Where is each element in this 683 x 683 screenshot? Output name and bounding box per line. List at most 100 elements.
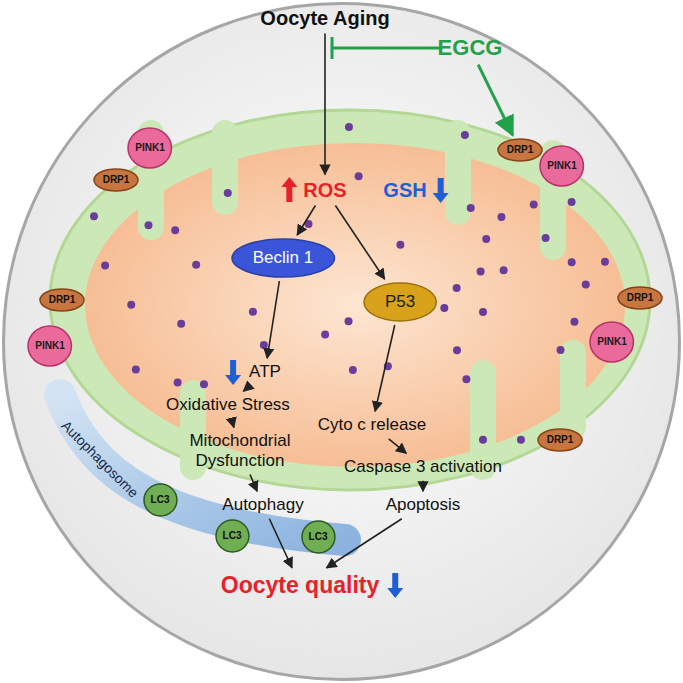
cytochrome-dot	[260, 341, 268, 349]
connector-arrow	[250, 475, 257, 492]
cytochrome-dot	[174, 378, 182, 386]
cytochrome-dot	[530, 201, 538, 209]
process-label: Autophagy	[220, 494, 305, 516]
cytochrome-dot	[249, 308, 257, 316]
node-text: PINK1	[135, 142, 164, 154]
node-text: ROS	[303, 179, 346, 202]
cytochrome-dots	[90, 123, 609, 444]
node-text: PINK1	[35, 340, 64, 352]
trigger-label: Oocyte Aging	[258, 6, 391, 31]
ros-label: ROS	[301, 178, 348, 203]
node-text: Autophagosome	[58, 417, 141, 500]
cytochrome-dot	[500, 266, 508, 274]
drp1-protein: DRP1	[93, 168, 139, 192]
process-label: Oxidative Stress	[164, 394, 292, 416]
treatment-label: EGCG	[436, 34, 505, 61]
cytochrome-dot	[467, 204, 475, 212]
cytochrome-dot	[517, 436, 525, 444]
node-text: PINK1	[597, 336, 626, 348]
lc3-protein: LC3	[215, 519, 250, 553]
cytochrome-dot	[345, 123, 353, 131]
node-text: Oocyte Aging	[260, 7, 389, 30]
decrease-arrow	[387, 573, 403, 598]
cytochrome-dot	[200, 380, 208, 388]
connector-arrow	[478, 65, 512, 135]
process-label: Caspase 3 activation	[342, 456, 504, 478]
node-text: LC3	[309, 531, 328, 543]
cytochrome-dot	[349, 366, 357, 374]
node-text: DRP1	[547, 434, 574, 446]
drp1-protein: DRP1	[537, 428, 583, 452]
cytochrome-dot	[101, 262, 109, 270]
cytochrome-dot	[453, 346, 461, 354]
cytochrome-dot	[582, 280, 590, 288]
node-text: DRP1	[507, 144, 534, 156]
node-text: Caspase 3 activation	[344, 457, 502, 477]
cytochrome-dot	[568, 198, 576, 206]
decrease-arrow	[225, 360, 241, 385]
connector-arrow	[375, 325, 395, 411]
cytochrome-dot	[144, 221, 152, 229]
process-label: ATP	[247, 361, 283, 383]
cristae	[138, 120, 586, 480]
cytochrome-dot	[355, 172, 363, 180]
cytochrome-dot	[601, 258, 609, 266]
node-text: Apoptosis	[386, 495, 461, 515]
p53-protein: P53	[363, 282, 437, 322]
cytochrome-dot	[462, 375, 470, 383]
node-text: DRP1	[103, 174, 130, 186]
node-text: Oxidative Stress	[166, 395, 290, 415]
node-text: Oocyte quality	[221, 572, 379, 598]
connector-arrow	[324, 34, 326, 175]
node-text: Beclin 1	[253, 248, 313, 268]
cytochrome-dot	[497, 213, 505, 221]
connector-arrow	[243, 386, 249, 391]
gsh-label: GSH	[381, 178, 428, 203]
inhibition-bar	[331, 37, 334, 59]
outcome-label: Oocyte quality	[219, 571, 381, 599]
cytochrome-dot	[570, 318, 578, 326]
node-text: LC3	[151, 494, 170, 506]
process-label: Apoptosis	[384, 494, 463, 516]
cytochrome-dot	[90, 212, 98, 220]
cytochrome-dot	[479, 436, 487, 444]
pink1-protein: PINK1	[539, 145, 584, 187]
node-text: GSH	[383, 179, 426, 202]
mitochondrion-outer	[50, 110, 650, 490]
node-text: DRP1	[49, 294, 76, 306]
connector-arrow	[422, 481, 424, 491]
increase-arrow	[281, 177, 297, 202]
node-text: P53	[385, 292, 415, 312]
connector-arrow	[335, 206, 384, 280]
lc3-protein: LC3	[301, 520, 336, 554]
cytochrome-dot	[453, 284, 461, 292]
cytochrome-dot	[440, 304, 448, 312]
pink1-protein: PINK1	[127, 127, 172, 169]
connector-arrow	[326, 519, 401, 568]
connector-arrow	[389, 439, 407, 453]
cytochrome-dot	[321, 330, 329, 338]
cytochrome-dot	[479, 308, 487, 316]
connector-arrow	[232, 419, 234, 428]
node-text: Cyto c release	[318, 415, 427, 435]
drp1-protein: DRP1	[39, 288, 85, 312]
drp1-protein: DRP1	[497, 138, 543, 162]
lc3-protein: LC3	[143, 483, 178, 517]
cytochrome-dot	[477, 267, 485, 275]
cell-outline	[4, 4, 680, 680]
cytochrome-dot	[482, 235, 490, 243]
cytochrome-dot	[192, 261, 200, 269]
connector-arrow	[297, 206, 315, 236]
drp1-protein: DRP1	[617, 286, 663, 310]
cytochrome-dot	[568, 258, 576, 266]
node-text: EGCG	[438, 35, 503, 60]
process-label: Mitochondrial Dysfunction	[178, 430, 302, 471]
pink1-protein: PINK1	[27, 325, 72, 367]
cytochrome-dot	[177, 320, 185, 328]
connector-arrow	[269, 519, 292, 568]
pink1-protein: PINK1	[589, 321, 634, 363]
cytochrome-dot	[557, 346, 565, 354]
node-text: LC3	[223, 530, 242, 542]
connector-arrow	[267, 281, 279, 358]
process-label: Cyto c release	[316, 414, 429, 436]
